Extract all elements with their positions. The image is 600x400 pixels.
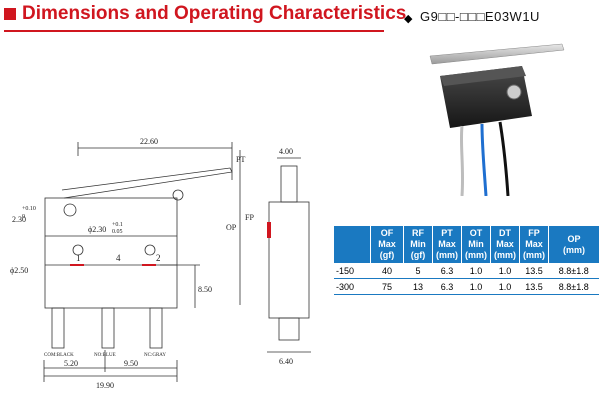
terminal-number-2: 2 — [156, 253, 161, 263]
dim-hole-dia: ϕ2.30 — [88, 225, 106, 234]
mount-hole-left — [72, 244, 84, 256]
dim-lever-tol-plus: +0.10 — [22, 206, 36, 212]
table-cell: 5 — [403, 263, 433, 279]
col-header: OP(mm) — [548, 226, 599, 263]
table-cell: 1.0 — [461, 263, 491, 279]
header-square-icon — [4, 8, 16, 20]
dim-hole-tol-plus: +0.1 — [112, 222, 123, 228]
table-cell: 6.3 — [432, 263, 462, 279]
table-cell: 1.0 — [490, 263, 520, 279]
wire-blue — [480, 123, 488, 196]
table-cell: 6.3 — [432, 278, 462, 295]
terminal-nc — [149, 307, 163, 349]
diamond-bullet-icon: ◆ — [404, 13, 413, 25]
terminal-no — [101, 307, 115, 349]
side-body — [268, 201, 310, 319]
dim-lever-height: 2.30 — [12, 215, 26, 224]
table-cell: 40 — [370, 263, 404, 279]
terminal-com — [51, 307, 65, 349]
wire-black — [498, 121, 510, 196]
table-cell: 13 — [403, 278, 433, 295]
section-header: Dimensions and Operating Characteristics… — [0, 0, 600, 40]
dim-fp: FP — [245, 213, 254, 222]
dim-overall-lever: 22.60 — [140, 137, 158, 146]
roller — [506, 84, 522, 100]
terminal-number-1: 1 — [76, 253, 81, 263]
dim-hole-tol-minus: 0.05 — [112, 229, 123, 235]
table-cell: 13.5 — [519, 278, 549, 295]
table-cell: -150 — [334, 263, 371, 279]
header-underline — [4, 30, 384, 32]
lever-pivot — [63, 203, 77, 217]
table-cell: 13.5 — [519, 263, 549, 279]
table-cell: 8.8±1.8 — [548, 278, 599, 295]
table-row: -150 40 5 6.3 1.0 1.0 13.5 8.8±1.8 — [334, 263, 599, 279]
terminal-label-no: NO:BLUE — [94, 353, 116, 358]
table-cell: 1.0 — [461, 278, 491, 295]
terminal-number-4: 4 — [116, 253, 121, 263]
lever-outline — [61, 167, 233, 199]
table-row: -300 75 13 6.3 1.0 1.0 13.5 8.8±1.8 — [334, 278, 599, 295]
table-cell: 1.0 — [490, 278, 520, 295]
table-cell: 8.8±1.8 — [548, 263, 599, 279]
front-view-drawing: 22.60 PT FP OP 2.30 +0.10 0 ϕ2.30 +0.1 0… — [10, 137, 254, 390]
product-photo — [429, 43, 565, 196]
model-number: G9□□-□□□E03W1U — [420, 9, 540, 24]
dim-width-1990: 19.90 — [96, 381, 114, 390]
terminal-label-nc: NC:GRAY — [144, 353, 166, 358]
lever-arm — [429, 43, 565, 65]
col-header — [334, 226, 371, 263]
mount-hole-right — [144, 244, 156, 256]
dim-height-850: 8.50 — [198, 285, 212, 294]
red-mark-right — [142, 264, 156, 266]
terminal-label-com: COM:BLACK — [44, 353, 74, 358]
dim-pt: PT — [236, 155, 245, 164]
dim-pitch-520: 5.20 — [64, 359, 78, 368]
table-cell: -300 — [334, 278, 371, 295]
dim-side-bottom: 6.40 — [279, 357, 293, 366]
dim-op: OP — [226, 223, 237, 232]
side-view-drawing: 4.00 6.40 — [267, 147, 311, 366]
dim-side-top: 4.00 — [279, 147, 293, 156]
dim-lever-tol-minus: 0 — [22, 214, 25, 220]
red-mark-left — [70, 264, 84, 266]
table-cell: 75 — [370, 278, 404, 295]
dim-pin-dia: ϕ2.50 — [10, 266, 28, 275]
dim-pitch-950: 9.50 — [124, 359, 138, 368]
page-title: Dimensions and Operating Characteristics — [22, 3, 407, 24]
wire-gray — [459, 125, 465, 196]
